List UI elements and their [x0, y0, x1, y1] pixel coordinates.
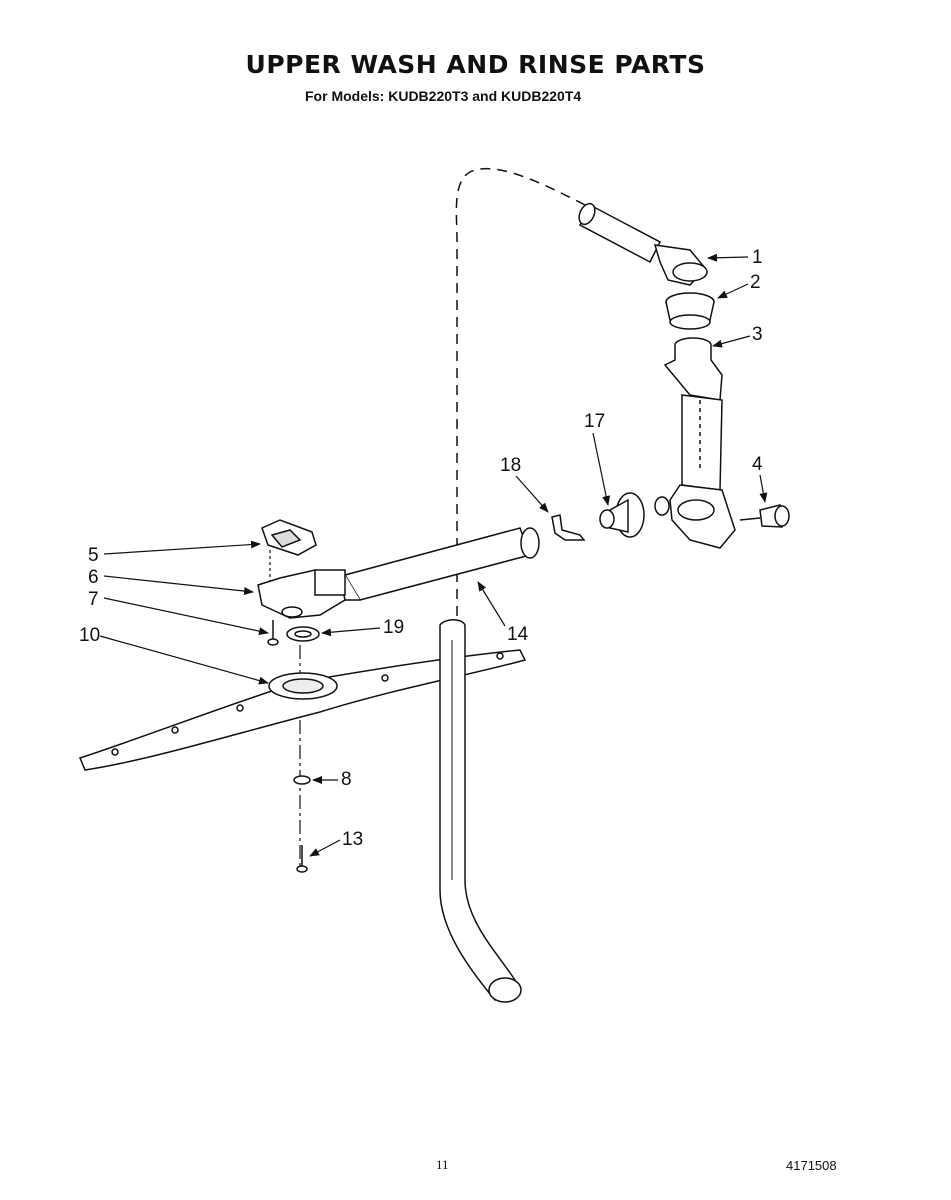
- page-subtitle: For Models: KUDB220T3 and KUDB220T4: [305, 88, 582, 104]
- page-number: 11: [436, 1157, 449, 1172]
- upper-supply-hose: [578, 202, 708, 286]
- leader-14: [477, 581, 506, 627]
- part-17-nozzle: [599, 492, 670, 538]
- leader-10: [99, 635, 269, 685]
- callout-19: 19: [383, 617, 404, 638]
- callout-6: 6: [88, 567, 99, 588]
- callout-3: 3: [752, 324, 763, 345]
- callout-5: 5: [88, 545, 99, 566]
- dashed-routing-line: [455, 167, 586, 640]
- part-18-clip: [551, 514, 586, 541]
- page-title: UPPER WASH AND RINSE PARTS: [245, 50, 706, 79]
- part-8-washer: [293, 775, 311, 785]
- leader-13: [309, 839, 341, 857]
- part-5-bracket: [261, 519, 317, 556]
- leader-1: [707, 253, 749, 262]
- part-19-washer: [286, 626, 320, 642]
- part-3-manifold: [663, 337, 736, 549]
- callout-17: 17: [584, 411, 605, 432]
- callout-8: 8: [341, 769, 352, 790]
- callout-14: 14: [507, 624, 529, 645]
- document-code: 4171508: [786, 1158, 837, 1173]
- callout-18: 18: [500, 455, 521, 476]
- part-13-screw: [296, 845, 308, 873]
- leader-lines: [99, 253, 768, 857]
- leader-6a: [103, 575, 254, 596]
- callout-4: 4: [752, 454, 763, 475]
- callout-2: 2: [750, 272, 761, 293]
- leader-2: [717, 283, 749, 299]
- leader-19: [321, 627, 381, 637]
- part-4-cap: [739, 504, 790, 528]
- leader-17: [592, 432, 611, 506]
- callout-13: 13: [342, 829, 363, 850]
- callout-1: 1: [752, 247, 763, 268]
- part-10-spray-arm: [78, 649, 527, 771]
- callout-10: 10: [79, 625, 100, 646]
- leader-4: [759, 474, 768, 503]
- part-7-screw: [267, 620, 279, 646]
- part-2-seal: [665, 292, 715, 330]
- lower-fill-tube: [439, 619, 522, 1003]
- callout-7: 7: [88, 589, 99, 610]
- leader-5: [103, 540, 261, 555]
- part-14-conduit: [337, 527, 540, 601]
- leader-7: [103, 597, 269, 636]
- part-6-hub: [257, 569, 346, 619]
- leader-18: [515, 475, 549, 513]
- leader-3: [712, 335, 751, 348]
